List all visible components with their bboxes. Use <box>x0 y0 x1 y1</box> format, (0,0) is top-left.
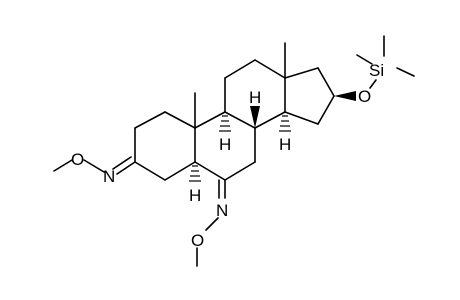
bond <box>83 159 105 173</box>
atom-si: Si <box>369 61 384 80</box>
methyl-bond <box>356 54 373 65</box>
bond <box>284 111 319 125</box>
stereo-h-c9: H <box>219 115 231 154</box>
silyl-ether-group: O Si <box>334 35 415 106</box>
ring-c <box>224 59 286 129</box>
wedge-bond <box>250 106 260 128</box>
oxime-c6-group: N O <box>191 179 228 267</box>
bond <box>112 156 132 170</box>
methyl-bond <box>396 67 415 77</box>
bond <box>134 161 166 181</box>
atom-o-c3: O <box>71 150 84 169</box>
atom-n-c6: N <box>216 201 228 220</box>
atom-o-silyl: O <box>358 87 371 106</box>
stereo-h-c5: H <box>189 165 201 205</box>
bond <box>116 161 136 175</box>
bond <box>254 59 286 79</box>
wedge-bond <box>334 91 356 101</box>
bond <box>164 111 196 129</box>
atom-h-c14: H <box>279 135 291 154</box>
bond <box>164 161 196 181</box>
bond <box>224 111 256 129</box>
ring-d <box>284 67 335 125</box>
stereo-h-c14: H <box>279 115 291 154</box>
bond <box>284 67 319 79</box>
ring-b <box>194 111 256 181</box>
bond <box>194 161 226 181</box>
atom-h-c8: H <box>249 88 261 107</box>
stereo-h-c8: H <box>249 88 261 128</box>
atom-n-c3: N <box>103 167 115 186</box>
atom-o-c6: O <box>191 231 204 250</box>
bond <box>317 95 335 125</box>
bond <box>194 111 226 129</box>
bond <box>134 111 166 129</box>
bond <box>224 59 256 79</box>
ring-a <box>134 111 196 181</box>
bond <box>205 217 219 231</box>
atom-h-c9: H <box>219 135 231 154</box>
atom-h-c5: H <box>189 186 201 205</box>
bond <box>317 67 335 97</box>
bond <box>254 111 286 129</box>
methyl-bond <box>53 159 73 172</box>
bond <box>369 79 377 89</box>
bond <box>224 161 256 181</box>
oxime-c3-group: N O <box>53 150 136 186</box>
